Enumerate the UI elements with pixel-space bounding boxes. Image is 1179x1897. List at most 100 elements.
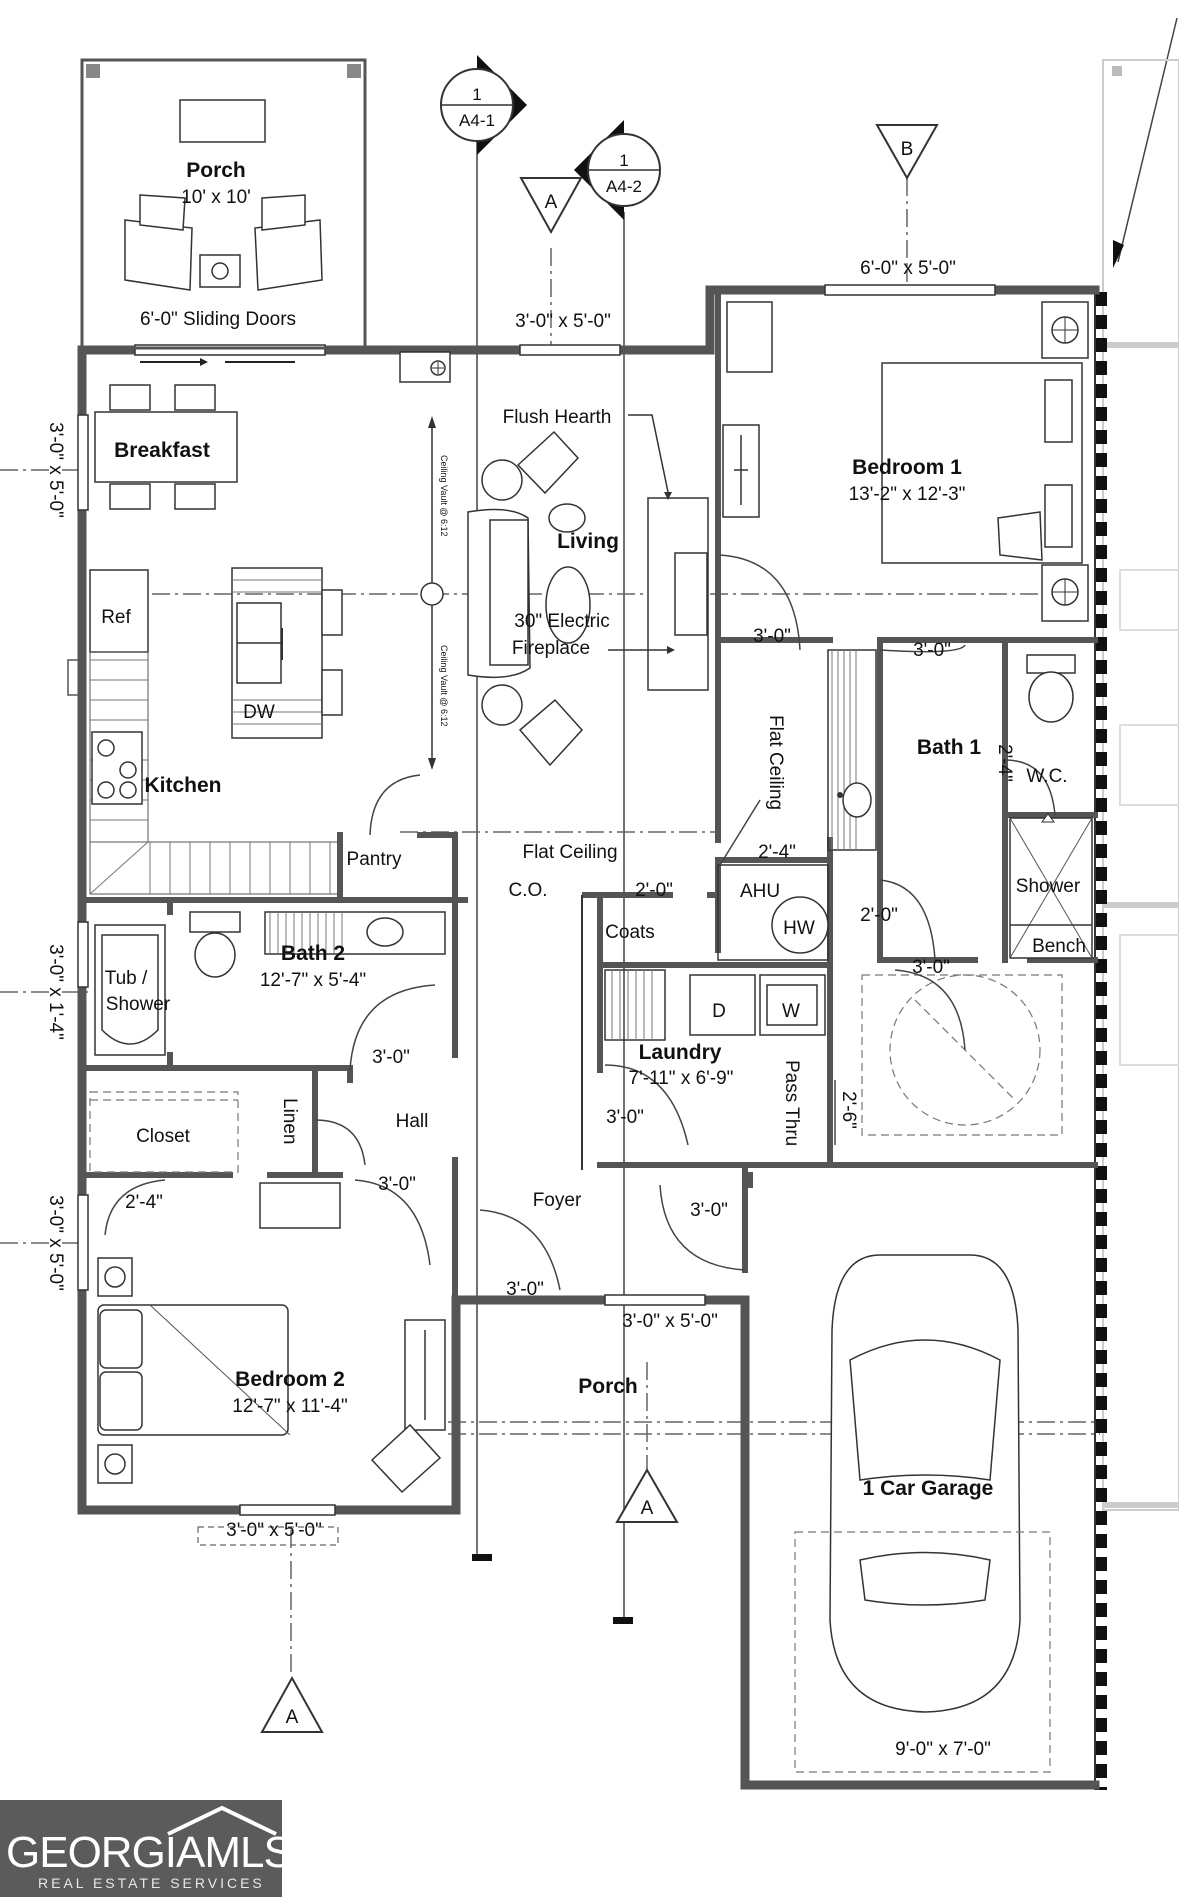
door-ahu: 2'-4" (758, 842, 796, 863)
dryer-label: D (712, 1001, 726, 1022)
window-bath2: 3'-0" x 1'-4" (45, 944, 66, 1040)
interior-walls (79, 287, 1098, 1303)
door-swings (104, 554, 1056, 1291)
breakfast-label: Breakfast (114, 439, 210, 462)
kitchen-fixtures (89, 567, 343, 895)
bath2-size: 12'-7" x 5'-4" (260, 970, 366, 991)
flat-ceiling-living: Flat Ceiling (522, 842, 617, 863)
linen-label: Linen (279, 1098, 300, 1145)
laundry-size: 7'-11" x 6'-9" (629, 1068, 734, 1089)
utility-fixtures (581, 864, 1063, 1170)
tub-label-2: Shower (106, 994, 171, 1015)
adjacent-unit-outline (1102, 59, 1179, 1511)
window-bed1-top: 6'-0" x 5'-0" (860, 258, 956, 279)
porch-rear-label: Porch (186, 159, 246, 182)
coats-label: Coats (605, 922, 655, 943)
marker-labels: 1 A4-1 1 A4-2 A B A A (286, 85, 914, 1728)
logo-subtitle: REAL ESTATE SERVICES (38, 1875, 265, 1891)
window-bed2-bottom: 3'-0" x 5'-0" (226, 1520, 322, 1541)
door-bath1: 3'-0" (913, 640, 951, 661)
door-closet-bath: 3'-0" (912, 957, 950, 978)
sliding-doors (134, 344, 326, 366)
breakfast-table (94, 384, 238, 510)
bedroom1-label: Bedroom 1 (852, 456, 962, 479)
bath2-fixtures (94, 911, 446, 1056)
tub-label-1: Tub / (105, 968, 148, 989)
bedroom1-size: 13'-2" x 12'-3" (849, 484, 966, 505)
bath1-label: Bath 1 (917, 736, 982, 759)
pantry-label: Pantry (347, 849, 402, 870)
section2-number: 1 (619, 151, 628, 170)
window-foyer: 3'-0" x 5'-0" (622, 1311, 718, 1332)
elevation-a-bottom: A (286, 1707, 299, 1728)
windows (67, 284, 996, 1546)
kitchen-label: Kitchen (144, 774, 221, 797)
co-label: C.O. (508, 880, 547, 901)
garage-car (794, 1254, 1051, 1773)
shower-label: Shower (1016, 876, 1081, 897)
logo-name: GEORGIAMLS (6, 1828, 293, 1877)
door-foyer: 3'-0" (506, 1279, 544, 1300)
ceiling-vault-bottom: Ceiling Vault @ 6:12 (439, 645, 449, 727)
elevation-a-top: A (545, 192, 558, 213)
closet-label: Closet (136, 1126, 191, 1147)
wc-label: W.C. (1026, 766, 1067, 787)
section2-ref: A4-2 (606, 177, 642, 196)
flush-hearth-label: Flush Hearth (503, 407, 612, 428)
elevation-a-mid: A (641, 1498, 654, 1519)
bedroom1-furniture (722, 301, 1089, 622)
garage-label: 1 Car Garage (863, 1477, 994, 1500)
section1-number: 1 (472, 85, 481, 104)
ceiling-vault-top: Ceiling Vault @ 6:12 (439, 455, 449, 537)
elevation-markers (260, 124, 939, 1733)
party-wall (1094, 292, 1107, 1790)
washer-label: W (782, 1001, 800, 1022)
porch-rear-size: 10' x 10' (181, 187, 251, 208)
living-label: Living (557, 530, 619, 553)
closet-fixtures (89, 1091, 239, 1173)
porch-front-label: Porch (578, 1375, 638, 1398)
dimension-labels: 3'-0" x 5'-0" 6'-0" x 5'-0" 3'-0" x 5'-0… (45, 258, 1015, 1541)
section-marker-a4-2 (574, 120, 661, 220)
section1-ref: A4-1 (459, 111, 495, 130)
window-bed2-side: 3'-0" x 5'-0" (45, 1195, 66, 1291)
window-breakfast: 3'-0" x 5'-0" (45, 422, 66, 518)
hall-label: Hall (396, 1111, 429, 1132)
living-furniture (399, 351, 709, 770)
laundry-label: Laundry (639, 1041, 722, 1064)
door-closet: 2'-4" (125, 1192, 163, 1213)
door-wc: 2'-4" (994, 744, 1015, 782)
sliding-door-label: 6'-0" Sliding Doors (140, 309, 296, 330)
bedroom2-size: 12'-7" x 11'-4" (232, 1396, 347, 1417)
hw-label: HW (783, 918, 815, 939)
section-lines (0, 17, 1178, 1672)
bedroom2-label: Bedroom 2 (235, 1368, 345, 1391)
door-shower: 2'-0" (860, 905, 898, 926)
fireplace-label-2: Fireplace (512, 638, 590, 659)
section-marker-a4-1 (440, 55, 527, 155)
bench-label: Bench (1032, 936, 1086, 957)
bedroom2-furniture (97, 1182, 446, 1494)
door-coats: 2'-0" (635, 880, 673, 901)
ref-label: Ref (101, 607, 131, 628)
door-laundry: 3'-0" (606, 1107, 644, 1128)
fireplace-label-1: 30" Electric (514, 611, 609, 632)
door-hall: 3'-0" (378, 1174, 416, 1195)
georgia-mls-logo: GEORGIAMLS REAL ESTATE SERVICES (0, 1800, 293, 1897)
bath2-label: Bath 2 (281, 942, 345, 965)
pass-thru-label: Pass Thru (781, 1060, 802, 1146)
flat-ceiling-bed1: Flat Ceiling (765, 715, 786, 810)
garage-door-label: 9'-0" x 7'-0" (895, 1739, 991, 1760)
foyer-label: Foyer (533, 1190, 582, 1211)
rear-porch (80, 58, 367, 350)
door-bath2: 3'-0" (372, 1047, 410, 1068)
bath1-fixtures (827, 649, 1093, 959)
room-labels: Porch 10' x 10' 6'-0" Sliding Doors Brea… (101, 159, 1086, 1760)
elevation-b-top: B (901, 139, 914, 160)
window-living-top: 3'-0" x 5'-0" (515, 311, 611, 332)
logo-roof-icon (167, 1805, 277, 1836)
door-garage: 3'-0" (690, 1200, 728, 1221)
ahu-label: AHU (740, 881, 780, 902)
door-passthru: 2'-6" (838, 1091, 859, 1129)
